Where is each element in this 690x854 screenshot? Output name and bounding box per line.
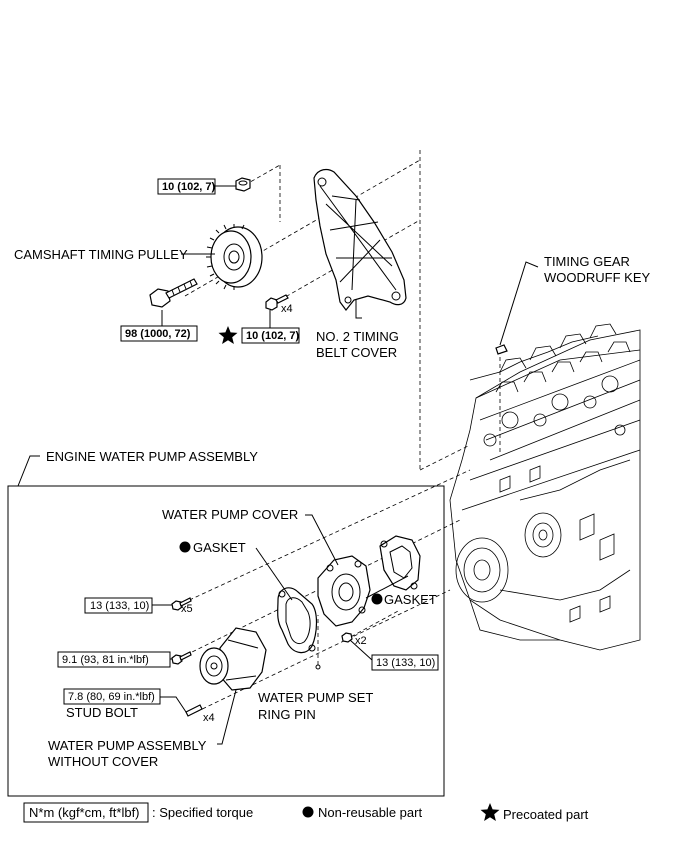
- torque-pump-nuts: 13 (133, 10): [376, 657, 435, 669]
- star-icon: [480, 803, 500, 821]
- label-woodruff-key-line2: WOODRUFF KEY: [544, 270, 650, 285]
- legend-torque-box: [23, 802, 149, 823]
- label-water-pump-cover: WATER PUMP COVER: [162, 507, 298, 522]
- water-pump-group: [7, 455, 445, 797]
- qty-pump-bolts: x5: [181, 603, 193, 615]
- torque-cover-bolts: 10 (102, 7): [246, 330, 300, 342]
- ring-pin-part: [315, 664, 321, 670]
- legend-non-reusable: Non-reusable part: [318, 805, 422, 820]
- gasket-left-part: [277, 587, 318, 654]
- legend-torque-text: : Specified torque: [152, 805, 253, 820]
- qty-cover-bolts: x4: [281, 303, 293, 315]
- pulley-bolt: [149, 278, 198, 308]
- label-camshaft-timing-pulley: CAMSHAFT TIMING PULLEY: [14, 247, 188, 262]
- water-pump-assembly-part: [199, 627, 267, 691]
- label-gasket-left: GASKET: [193, 540, 246, 555]
- pump-bolt-single: [171, 651, 192, 665]
- legend-torque-units: N*m (kgf*cm, ft*lbf): [29, 805, 140, 820]
- leader-lines: [152, 185, 539, 745]
- water-pump-cover-part: [317, 555, 371, 627]
- label-no2-timing-belt-cover-line1: NO. 2 TIMING: [316, 329, 399, 344]
- quantity-labels: x4 x5 x2 x4: [181, 303, 367, 724]
- label-stud-bolt: STUD BOLT: [66, 705, 138, 720]
- group-bracket: [17, 455, 40, 487]
- qty-stud-bolts: x4: [203, 712, 215, 724]
- torque-pulley-nut: 10 (102, 7): [162, 181, 216, 193]
- label-gasket-right: GASKET: [384, 592, 437, 607]
- pulley-nut: [235, 177, 251, 192]
- label-ring-pin-line2: RING PIN: [258, 707, 316, 722]
- label-no2-timing-belt-cover-line2: BELT COVER: [316, 345, 397, 360]
- part-labels: CAMSHAFT TIMING PULLEY NO. 2 TIMING BELT…: [14, 247, 650, 769]
- torque-pump-bolts-x5: 13 (133, 10): [90, 600, 149, 612]
- filled-circle-icon: [371, 593, 383, 605]
- group-box: [7, 485, 445, 797]
- torque-boxes: 10 (102, 7) 98 (1000, 72) 10 (102, 7) 13…: [57, 178, 439, 705]
- label-ring-pin-line1: WATER PUMP SET: [258, 690, 373, 705]
- label-engine-water-pump-assembly: ENGINE WATER PUMP ASSEMBLY: [46, 449, 258, 464]
- gasket-right-part: [379, 535, 421, 591]
- label-pump-assembly-line2: WITHOUT COVER: [48, 754, 158, 769]
- torque-pump-bolt-single: 9.1 (93, 81 in.*lbf): [62, 654, 149, 666]
- label-pump-assembly-line1: WATER PUMP ASSEMBLY: [48, 738, 207, 753]
- engine-block-illustration: [449, 323, 641, 651]
- cover-bolt: [265, 294, 289, 311]
- torque-pulley-bolt: 98 (1000, 72): [125, 328, 191, 340]
- filled-circle-icon: [302, 806, 314, 818]
- no2-timing-belt-cover: [313, 168, 407, 311]
- qty-pump-nuts: x2: [355, 635, 367, 647]
- stud-bolt-part: [185, 704, 203, 717]
- non-reusable-markers: [179, 541, 383, 605]
- pump-bolt-x5: [171, 597, 192, 611]
- label-woodruff-key-line1: TIMING GEAR: [544, 254, 630, 269]
- legend: N*m (kgf*cm, ft*lbf) : Specified torque …: [23, 802, 589, 823]
- woodruff-key: [495, 344, 508, 355]
- filled-circle-icon: [179, 541, 191, 553]
- star-icon: [218, 326, 238, 344]
- legend-precoated: Precoated part: [503, 807, 589, 822]
- torque-stud-bolts: 7.8 (80, 69 in.*lbf): [68, 691, 155, 703]
- camshaft-timing-pulley: [206, 224, 263, 290]
- pump-nut-part: [341, 632, 353, 643]
